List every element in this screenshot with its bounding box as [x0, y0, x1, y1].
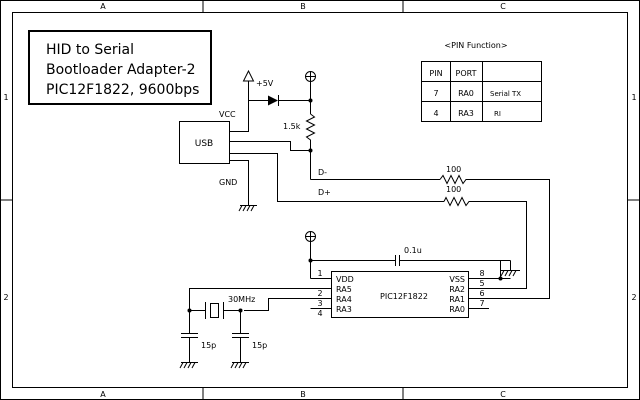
junction-dot [238, 308, 243, 313]
dplus-label: D+ [318, 188, 331, 197]
resistor-r1 [439, 174, 550, 299]
resistor-pullup-label: 1.5k [283, 122, 301, 131]
frame-col-c-top: C [500, 2, 506, 11]
pin-table-row2-func: RI [494, 110, 501, 118]
ic-pin-num-4: 4 [317, 309, 322, 318]
frame-col-a-bottom: A [100, 390, 106, 399]
ic-pin-name-ra2: RA2 [449, 285, 465, 294]
diode-symbol [268, 95, 311, 106]
vcc-terminal-top [305, 71, 316, 114]
capacitor-c1 [179, 333, 198, 369]
ic-name: PIC12F1822 [380, 292, 428, 301]
frame-row-2-left: 2 [3, 293, 8, 302]
capacitor-c1-label: 15p [201, 341, 216, 350]
dminus-label: D- [318, 168, 327, 177]
frame-row-2-right: 2 [631, 293, 636, 302]
ic-pin-name-ra5: RA5 [336, 285, 352, 294]
usb-connector [179, 121, 230, 164]
ic-ground-symbol [500, 270, 520, 277]
plus5v-symbol [242, 69, 268, 101]
pin-table-row1-pin: 7 [433, 89, 438, 98]
junction-dot [308, 148, 313, 153]
junction-dot [308, 258, 313, 263]
ic-pin-num-7: 7 [479, 299, 484, 308]
title-line-2: Bootloader Adapter-2 [46, 62, 196, 78]
pin-table-heading: <PIN Function> [444, 41, 507, 50]
ic-pin-num-2: 2 [317, 289, 322, 298]
frame-row-1-left: 1 [3, 93, 8, 102]
ic-pin-num-6: 6 [479, 289, 484, 298]
pin-table-row1-port: RA0 [458, 89, 474, 98]
ic-pin-name-vdd: VDD [336, 275, 354, 284]
title-line-1: HID to Serial [46, 42, 134, 58]
junction-dot [498, 276, 503, 281]
capacitor-c2 [230, 333, 249, 369]
frame-col-a-top: A [100, 2, 106, 11]
junction-dot [187, 308, 192, 313]
plus5v-label: +5V [256, 79, 274, 88]
bypass-capacitor [310, 255, 511, 279]
capacitor-c2-label: 15p [252, 341, 267, 350]
ic-pin-name-ra1: RA1 [449, 295, 465, 304]
usb-label: USB [195, 139, 213, 149]
ic-pin-lines [310, 278, 489, 309]
title-box [28, 30, 212, 105]
ic-pin-num-8: 8 [479, 269, 484, 278]
pin-table-row1-func: Serial TX [490, 90, 521, 98]
ic-pin-name-ra0: RA0 [449, 305, 465, 314]
pin-table-row2-pin: 4 [433, 109, 438, 118]
ic-body [331, 271, 469, 318]
usb-gnd-label: GND [219, 178, 237, 187]
usb-ground-symbol [238, 205, 257, 212]
crystal-symbol [205, 302, 230, 319]
resistor-pullup [305, 113, 316, 151]
resistor-r2-label: 100 [446, 185, 461, 194]
ic-pin-num-5: 5 [479, 279, 484, 288]
junction-dot [308, 98, 313, 103]
ic-pin-name-ra4: RA4 [336, 295, 352, 304]
pin-table-row2-port: RA3 [458, 109, 474, 118]
pin-table-header-pin: PIN [429, 69, 442, 78]
bypass-capacitor-label: 0.1u [404, 246, 422, 255]
frame-col-b-bottom: B [300, 390, 306, 399]
frame-col-b-top: B [300, 2, 306, 11]
frame-row-1-right: 1 [631, 93, 636, 102]
inner-border [12, 12, 628, 388]
ic-pin-name-ra3: RA3 [336, 305, 352, 314]
ic-pin-num-1: 1 [317, 269, 322, 278]
ic-pin-num-3: 3 [317, 299, 322, 308]
resistor-r2 [443, 196, 527, 289]
ic-pin-name-vss: VSS [449, 275, 465, 284]
title-line-3: PIC12F1822, 9600bps [46, 82, 199, 98]
resistor-r1-label: 100 [446, 165, 461, 174]
usb-vcc-label: VCC [219, 110, 236, 119]
pin-table-grid [421, 61, 542, 122]
frame-col-c-bottom: C [500, 390, 506, 399]
pin-table-header-port: PORT [456, 69, 477, 78]
crystal-label: 30MHz [228, 295, 255, 304]
usb-wiring [229, 100, 444, 206]
